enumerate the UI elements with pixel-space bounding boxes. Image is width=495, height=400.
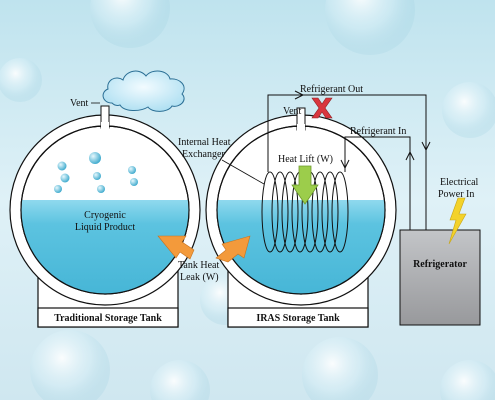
heat-leak-arrow-right bbox=[215, 235, 251, 263]
boil-off-bubbles bbox=[54, 152, 138, 193]
refrigerator-label: Refrigerator bbox=[413, 259, 467, 270]
iras-tank-title-box bbox=[227, 307, 369, 328]
heat-exchanger-coil bbox=[261, 171, 349, 253]
refrigerant-in-label: Refrigerant In bbox=[350, 126, 406, 137]
traditional-tank-title-box bbox=[37, 307, 179, 328]
vent-label-right: Vent bbox=[283, 106, 302, 117]
vent-blocked-icon bbox=[311, 97, 333, 119]
heat-lift-label: Heat Lift (W) bbox=[278, 154, 333, 165]
iras-tank-title: IRAS Storage Tank bbox=[256, 313, 340, 324]
cryogenic-label-line1: Cryogenic bbox=[84, 210, 126, 221]
tank-heat-leak-label-line1: Tank Heat bbox=[178, 260, 219, 271]
traditional-tank-title: Traditional Storage Tank bbox=[54, 313, 162, 324]
internal-hx-leader bbox=[221, 159, 265, 185]
vapor-cloud bbox=[102, 70, 185, 112]
internal-hx-label-line2: Exchanger bbox=[182, 149, 225, 160]
heat-lift-arrow bbox=[291, 165, 319, 205]
electrical-label-line1: Electrical bbox=[440, 177, 479, 188]
heat-leak-arrow-left bbox=[157, 235, 195, 260]
lightning-icon bbox=[448, 197, 467, 245]
tank-heat-leak-label-line2: Leak (W) bbox=[180, 272, 219, 283]
traditional-storage-tank bbox=[9, 105, 201, 328]
cryogenic-label-line2: Liquid Product bbox=[75, 222, 135, 233]
internal-hx-label-line1: Internal Heat bbox=[178, 137, 231, 148]
refrigerator-box bbox=[399, 229, 481, 326]
electrical-label-line2: Power In bbox=[438, 189, 474, 200]
refrigerant-lines bbox=[267, 90, 431, 230]
vent-label-left: Vent bbox=[70, 98, 89, 109]
refrigerant-out-label: Refrigerant Out bbox=[300, 84, 363, 95]
